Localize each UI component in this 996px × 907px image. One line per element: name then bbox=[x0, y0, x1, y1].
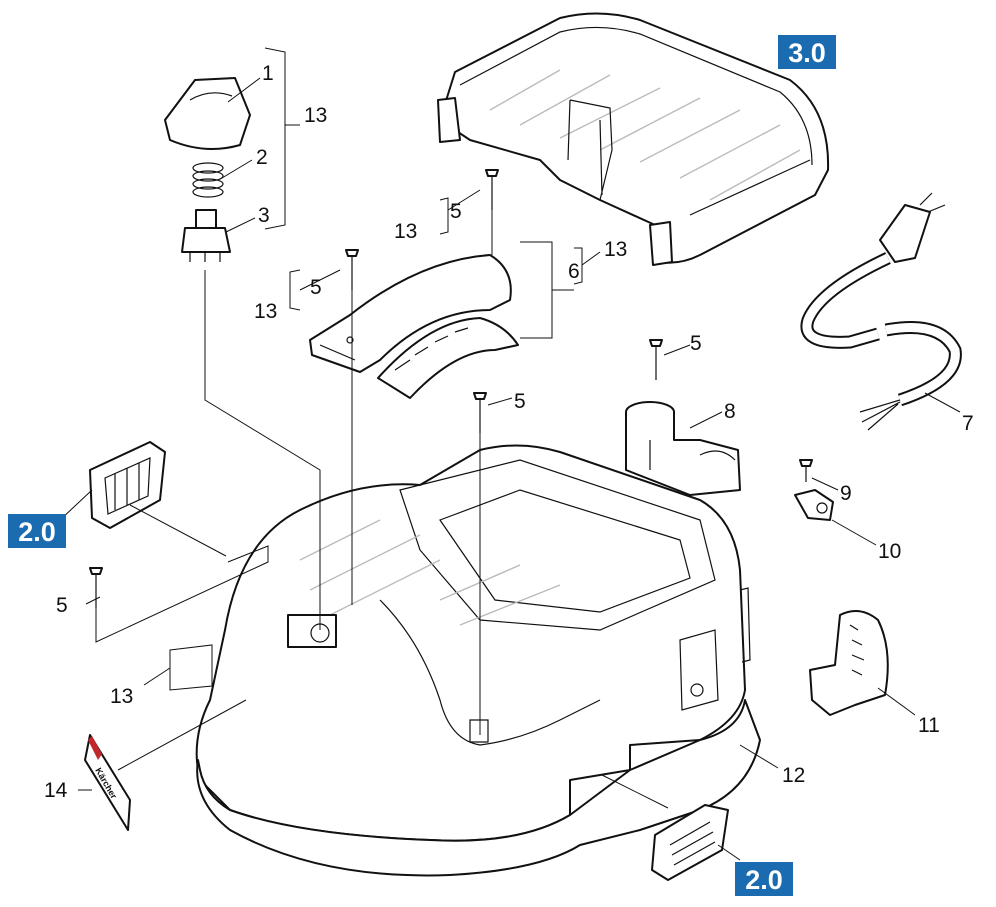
switch-part bbox=[181, 209, 231, 262]
screw-5e bbox=[89, 567, 103, 608]
main-housing-part bbox=[195, 444, 751, 842]
badge-2-0-bottom: 2.0 bbox=[735, 862, 793, 896]
bottom-vent-grille-part bbox=[651, 804, 729, 881]
callout-9: 9 bbox=[840, 482, 852, 505]
handle-part bbox=[309, 254, 512, 373]
screw-5d bbox=[473, 392, 487, 433]
callout-5a: 5 bbox=[310, 276, 322, 299]
callout-3: 3 bbox=[258, 204, 270, 227]
callout-13a: 13 bbox=[254, 300, 277, 323]
bracket-11-part bbox=[809, 610, 889, 716]
badge-3-0: 3.0 bbox=[778, 35, 836, 69]
callout-13c: 13 bbox=[604, 238, 627, 261]
svg-text:2.0: 2.0 bbox=[18, 517, 56, 547]
callout-5b: 5 bbox=[450, 200, 462, 223]
callout-5c: 5 bbox=[690, 332, 702, 355]
callout-11: 11 bbox=[918, 714, 940, 737]
screw-5b bbox=[485, 169, 499, 210]
bumper-ring-part bbox=[196, 699, 761, 877]
callout-14: 14 bbox=[44, 779, 68, 802]
power-cable-part bbox=[800, 192, 962, 431]
screw-5a bbox=[345, 249, 359, 290]
callout-5d: 5 bbox=[514, 390, 526, 413]
clip-10-part bbox=[794, 489, 834, 521]
knob-part bbox=[164, 77, 251, 150]
callout-8: 8 bbox=[724, 400, 736, 423]
handle-grip-part bbox=[377, 317, 519, 399]
hose-holder-part bbox=[625, 401, 741, 496]
sticker-14-part: Kärcher bbox=[84, 734, 131, 831]
callout-13: 13 bbox=[304, 104, 327, 127]
callout-6: 6 bbox=[568, 260, 580, 283]
svg-text:2.0: 2.0 bbox=[745, 865, 783, 895]
callout-1: 1 bbox=[262, 62, 274, 85]
callout-10: 10 bbox=[878, 540, 901, 563]
callout-12: 12 bbox=[782, 764, 805, 787]
callout-7: 7 bbox=[962, 412, 974, 435]
screw-5c bbox=[649, 339, 663, 380]
top-cover-part bbox=[437, 12, 830, 266]
screw-9-part bbox=[799, 459, 813, 482]
spring-part bbox=[192, 162, 224, 198]
callout-13d: 13 bbox=[110, 685, 133, 708]
badge-2-0-left: 2.0 bbox=[8, 514, 66, 548]
left-vent-grille-part bbox=[89, 441, 166, 529]
callout-2: 2 bbox=[256, 146, 268, 169]
svg-text:3.0: 3.0 bbox=[788, 38, 826, 68]
callout-13b: 13 bbox=[394, 220, 417, 243]
callout-5e: 5 bbox=[56, 594, 68, 617]
